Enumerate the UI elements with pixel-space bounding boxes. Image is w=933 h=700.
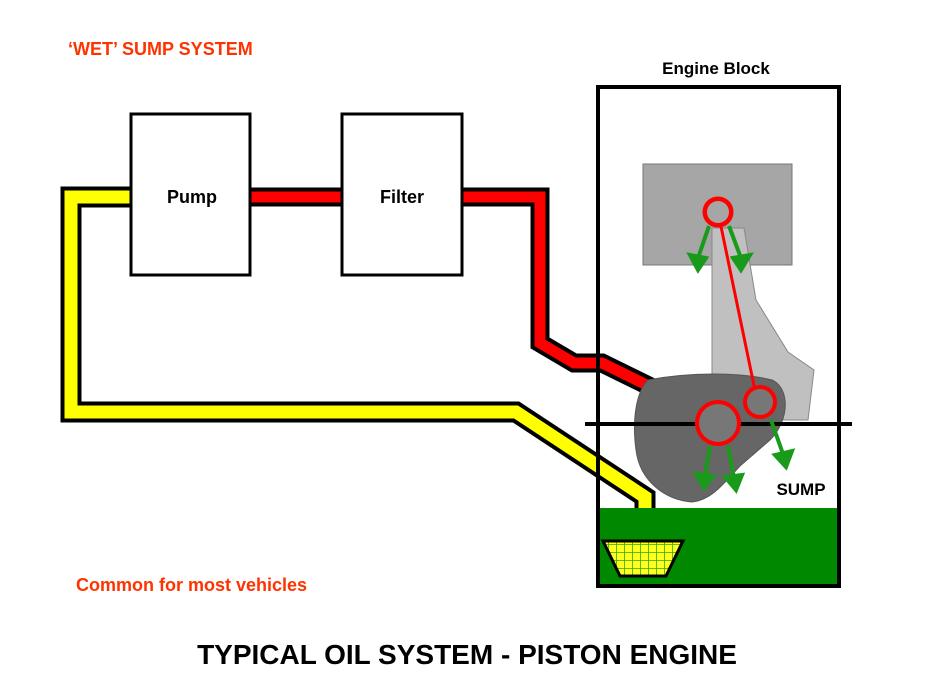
strainer-icon: [600, 539, 686, 578]
suction-line-fill: [64, 190, 652, 543]
engine-block-label: Engine Block: [662, 59, 770, 78]
note-label: Common for most vehicles: [76, 575, 307, 595]
diagram-title: TYPICAL OIL SYSTEM - PISTON ENGINE: [197, 639, 737, 670]
filter-label: Filter: [380, 187, 424, 207]
sump-label: SUMP: [776, 480, 825, 499]
oil-gallery-drilling: [716, 211, 759, 401]
filter-box: [340, 112, 464, 277]
engine-block: [596, 85, 841, 588]
arrow-icon: [686, 225, 796, 494]
system-type-label: ‘WET’ SUMP SYSTEM: [68, 39, 253, 59]
pump-label: Pump: [167, 187, 217, 207]
pump-box: [129, 112, 252, 277]
